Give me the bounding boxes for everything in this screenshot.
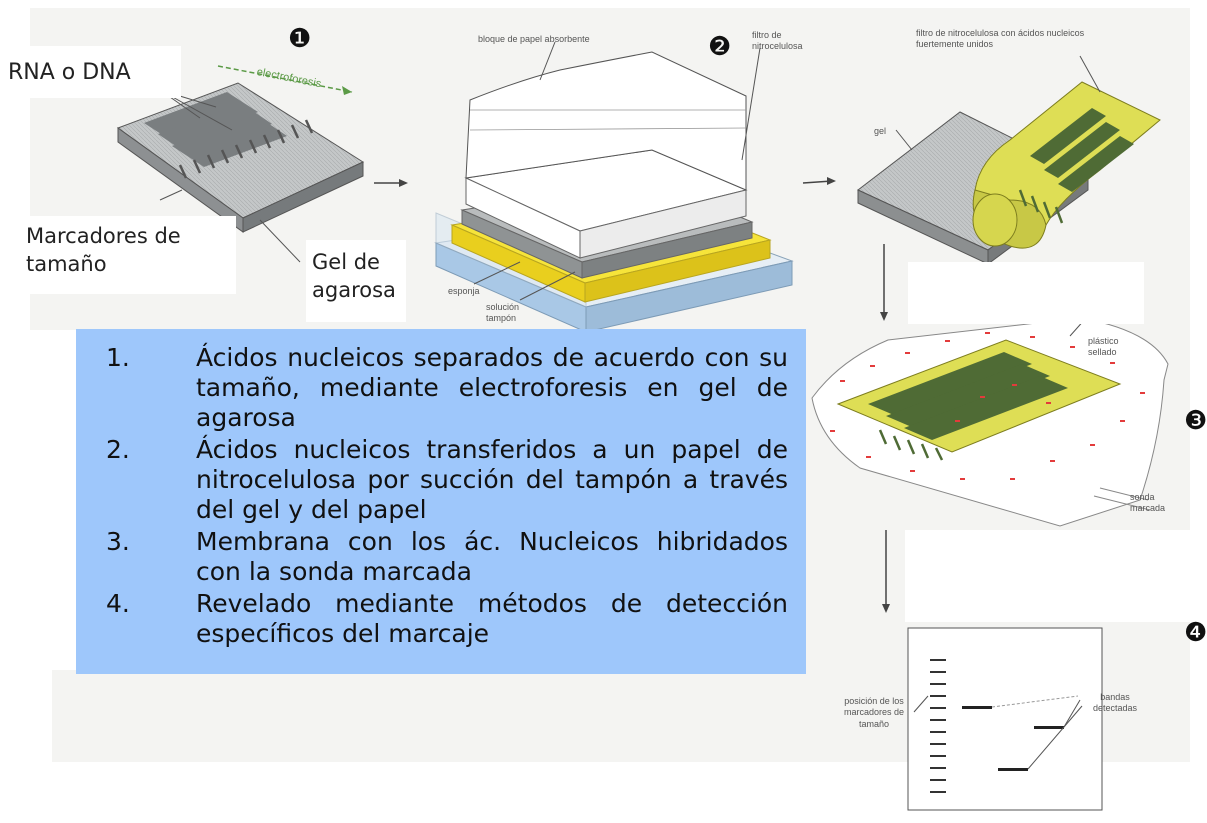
marker-2: ❷ (708, 32, 732, 62)
step-text: Ácidos nucleicos separados de acuerdo co… (196, 343, 788, 432)
marker-4: ❹ (1184, 618, 1207, 648)
label-gel: gel (874, 126, 887, 136)
label-marcadores: Marcadores de tamaño (26, 224, 181, 277)
label-filtro-acidos: filtro de nitrocelulosa con ácidos nucle… (916, 28, 1085, 50)
gel-and-membrane-illustration (857, 55, 1161, 265)
step-number: 4. (106, 589, 130, 618)
agarose-gel-illustration (116, 65, 365, 263)
step-number: 3. (106, 527, 130, 556)
marker-3: ❸ (1184, 406, 1207, 436)
label-plastico: plástico sellado (1088, 336, 1119, 358)
label-posicion: posición de los marcadores de tamaño (843, 696, 905, 729)
label-rna-dna: RNA o DNA (8, 60, 131, 85)
label-gel-agarosa: Gel de agarosa (312, 250, 396, 303)
blot-stack-illustration (434, 41, 794, 333)
label-solucion: solución tampón (486, 302, 520, 324)
step-text: Ácidos nucleicos transferidos a un papel… (196, 435, 788, 524)
autoradiograph-illustration (907, 627, 1103, 811)
blank-box-4 (908, 262, 1144, 324)
label-bandas: bandas detectadas (1092, 692, 1138, 714)
blank-box-2 (24, 216, 236, 294)
marker-1: ❶ (288, 24, 312, 54)
label-bloque-papel: bloque de papel absorbente (478, 34, 590, 44)
sealed-membrane-illustration (811, 317, 1169, 527)
blank-box-5 (905, 530, 1197, 622)
step-text: Revelado mediante métodos de detección e… (196, 589, 788, 648)
steps-panel: 1. Ácidos nucleicos separados de acuerdo… (76, 329, 806, 674)
blank-box-1 (6, 46, 181, 98)
label-sonda: sonda marcada (1130, 492, 1166, 514)
diagram-panel-left (52, 670, 806, 762)
step-text: Membrana con los ác. Nucleicos hibridado… (196, 527, 788, 586)
step-number: 1. (106, 343, 130, 372)
label-filtro-nitro: filtro de nitrocelulosa (752, 30, 803, 52)
blank-box-3 (306, 240, 406, 322)
label-esponja: esponja (448, 286, 480, 296)
step-number: 2. (106, 435, 130, 464)
